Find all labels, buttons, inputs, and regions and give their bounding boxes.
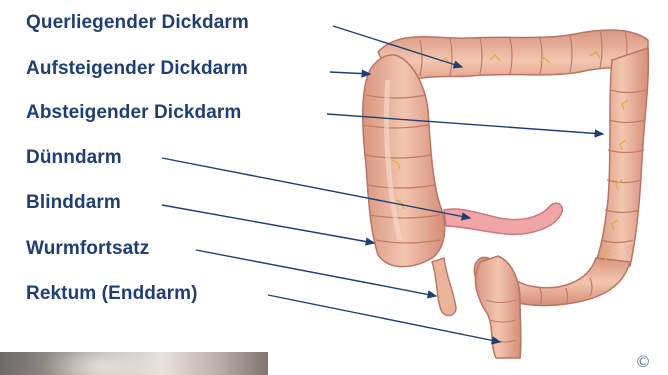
leader-aufsteigender	[330, 72, 370, 74]
label-querliegender-dickdarm: Querliegender Dickdarm	[26, 12, 249, 34]
leader-wurmfortsatz	[196, 250, 436, 296]
label-rektum: Rektum (Enddarm)	[26, 283, 198, 305]
leader-absteigender	[327, 114, 603, 134]
label-duenndarm: Dünndarm	[26, 147, 122, 169]
leader-querliegender	[333, 26, 462, 67]
leader-blinddarm	[162, 205, 374, 243]
copyright-symbol: ©	[635, 352, 651, 371]
label-wurmfortsatz: Wurmfortsatz	[26, 238, 149, 260]
label-aufsteigender-dickdarm: Aufsteigender Dickdarm	[26, 58, 248, 80]
label-absteigender-dickdarm: Absteigender Dickdarm	[26, 102, 241, 124]
leader-rektum	[268, 295, 500, 342]
label-blinddarm: Blinddarm	[26, 192, 121, 214]
leader-duenndarm	[162, 158, 470, 218]
photo-thumbnail-strip	[0, 352, 268, 375]
